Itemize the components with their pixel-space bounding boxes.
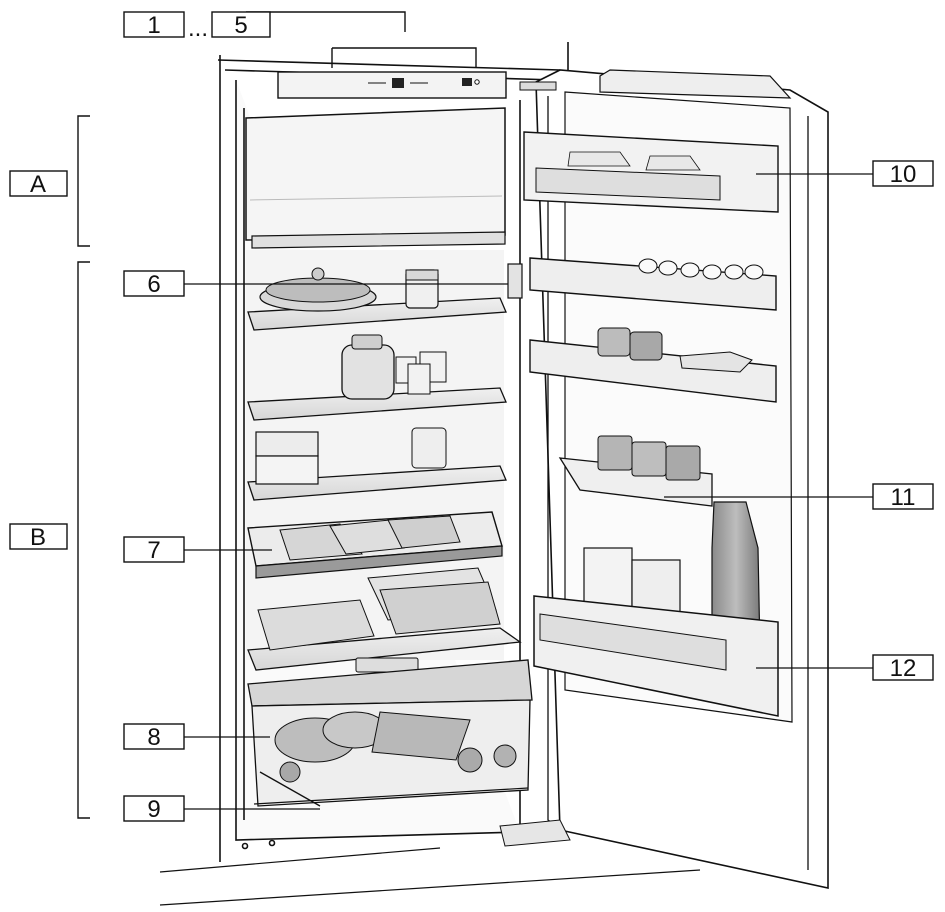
callout-10: 10 xyxy=(872,160,934,188)
callout-1-label: 1 xyxy=(147,12,160,39)
freezer-compartment xyxy=(245,107,506,249)
callout-9: 9 xyxy=(123,795,185,823)
callout-7-label: 7 xyxy=(147,537,160,564)
leader-lines xyxy=(184,173,873,810)
callout-a-label: A xyxy=(30,171,46,198)
callout-1: 1 xyxy=(123,11,185,39)
door-can-holder xyxy=(558,435,713,507)
door-bottle-shelf xyxy=(533,501,779,717)
callout-8-label: 8 xyxy=(147,724,160,751)
callout-a: A xyxy=(9,170,68,198)
glass-shelf-bottom xyxy=(247,567,522,673)
callout-7: 7 xyxy=(123,536,185,564)
callout-12-label: 12 xyxy=(890,655,917,682)
callout-5-label: 5 xyxy=(234,12,247,39)
vegetable-drawer xyxy=(247,659,533,807)
callout-10-label: 10 xyxy=(890,161,917,188)
callout-11: 11 xyxy=(872,483,934,511)
zone-brackets xyxy=(77,11,477,819)
callout-b: B xyxy=(9,523,68,551)
callout-12: 12 xyxy=(872,654,934,682)
glass-shelf-2 xyxy=(247,334,507,421)
callout-5: 5 xyxy=(211,11,271,39)
callout-11-label: 11 xyxy=(891,484,916,511)
door-butter-compartment xyxy=(523,131,779,213)
door-jar-shelf xyxy=(529,327,777,403)
callout-8: 8 xyxy=(123,723,185,751)
callout-6: 6 xyxy=(123,270,185,298)
chiller-shelf xyxy=(247,511,503,579)
callout-ellipsis: ... xyxy=(188,15,208,42)
callout-6-label: 6 xyxy=(147,271,160,298)
door-light-switch xyxy=(507,263,523,299)
glass-shelf-3 xyxy=(247,427,507,501)
callout-9-label: 9 xyxy=(147,796,160,823)
control-panel xyxy=(277,71,507,99)
callout-b-label: B xyxy=(30,524,46,551)
door-egg-shelf xyxy=(529,257,777,311)
